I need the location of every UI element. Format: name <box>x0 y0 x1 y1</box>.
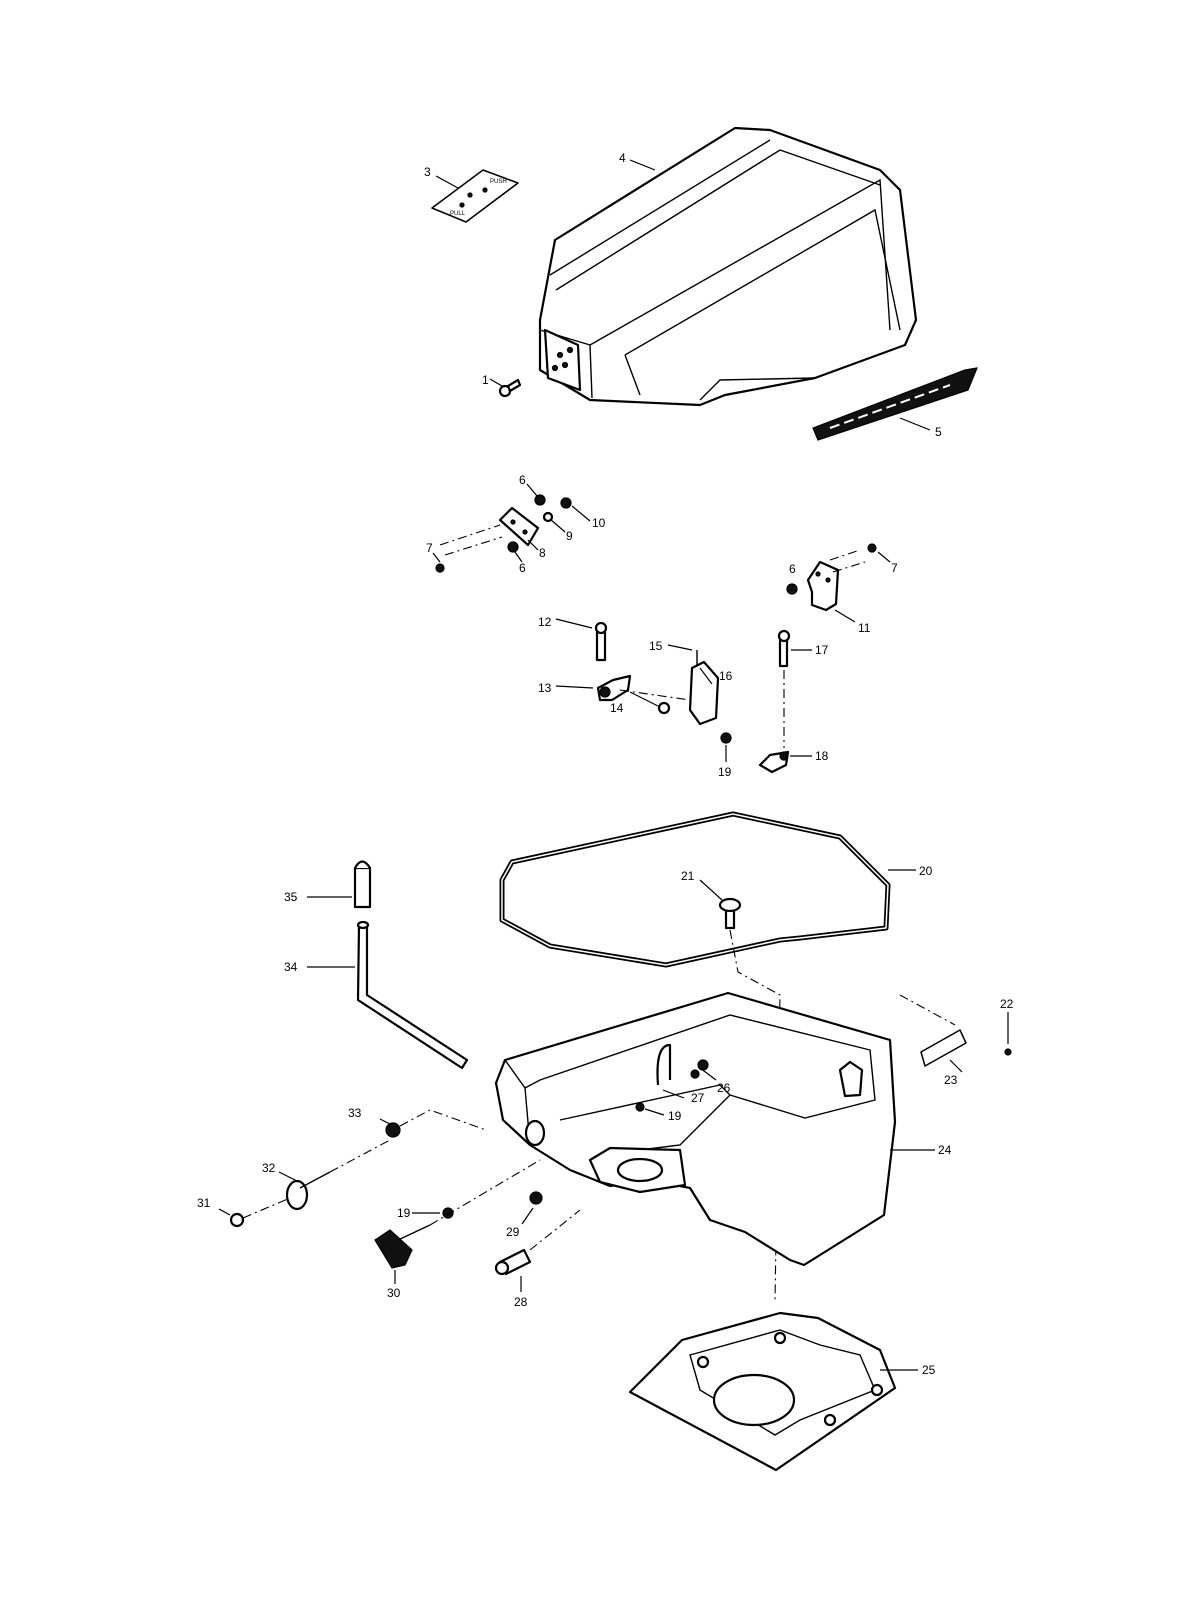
svg-text:PUSH: PUSH <box>490 179 507 185</box>
callout-28: 28 <box>514 1295 528 1309</box>
bottom-cowl <box>494 991 897 1267</box>
leader-31 <box>242 1197 291 1219</box>
leader-32 <box>329 1139 391 1173</box>
callout-19-mid: 19 <box>718 765 732 779</box>
callout-11: 11 <box>858 621 871 635</box>
callout-34: 34 <box>284 960 298 974</box>
callout-19-upper: 19 <box>668 1109 682 1123</box>
callout-5: 5 <box>935 425 942 439</box>
leader-30 <box>429 1159 541 1226</box>
nut-19-upper <box>635 1102 645 1112</box>
callout-35: 35 <box>284 890 298 904</box>
base-gasket <box>628 1311 897 1472</box>
nameplate <box>812 367 978 441</box>
leader-33 <box>399 1109 487 1131</box>
decal: PULL PUSH <box>431 169 519 223</box>
top-cowl <box>538 126 918 407</box>
callout-21: 21 <box>681 869 695 883</box>
callout-20: 20 <box>919 864 933 878</box>
screw-21 <box>718 897 781 1301</box>
callout-26: 26 <box>717 1081 731 1095</box>
nut-26 <box>697 1059 709 1071</box>
screw-1 <box>498 378 522 398</box>
bracket-23 <box>920 1029 967 1067</box>
callout-6-bottom: 6 <box>519 561 526 575</box>
fuel-tube <box>356 920 469 1070</box>
callout-32: 32 <box>262 1161 276 1175</box>
callout-numbers: 1 3 4 5 6 10 9 8 6 7 6 7 11 12 13 14 15 … <box>197 151 1014 1377</box>
decal-text: PULL <box>450 211 466 217</box>
callout-18: 18 <box>815 749 829 763</box>
latch-bracket-left <box>435 494 572 573</box>
latch-assembly <box>594 621 791 774</box>
wire-27 <box>656 1043 672 1086</box>
callout-3: 3 <box>424 165 431 179</box>
callout-4: 4 <box>619 151 626 165</box>
callout-10: 10 <box>592 516 606 530</box>
callout-14: 14 <box>610 701 624 715</box>
callout-17: 17 <box>815 643 829 657</box>
nut-19-lower <box>442 1207 454 1219</box>
callout-8: 8 <box>539 546 546 560</box>
callout-7-right: 7 <box>891 561 898 575</box>
callout-30: 30 <box>387 1286 401 1300</box>
handle-30 <box>374 1224 431 1269</box>
nut-33 <box>385 1122 401 1138</box>
callout-6-right: 6 <box>789 562 796 576</box>
callout-15: 15 <box>649 639 663 653</box>
callout-33: 33 <box>348 1106 362 1120</box>
knob-32 <box>285 1171 331 1211</box>
gasket <box>499 811 891 968</box>
leader-22-23 <box>899 994 956 1026</box>
leader-lines <box>218 159 1009 1371</box>
callout-1: 1 <box>482 373 489 387</box>
latch-bracket-right <box>786 543 877 612</box>
callout-6-top: 6 <box>519 473 526 487</box>
washer-31 <box>229 1212 245 1228</box>
fitting-28 <box>494 1248 532 1276</box>
callout-12: 12 <box>538 615 552 629</box>
screw-22 <box>1004 1048 1012 1056</box>
callout-25: 25 <box>922 1363 936 1377</box>
nut-29 <box>529 1191 543 1205</box>
callout-13: 13 <box>538 681 552 695</box>
leader-28 <box>529 1209 581 1251</box>
callout-24: 24 <box>938 1143 952 1157</box>
callout-29: 29 <box>506 1225 520 1239</box>
callout-9: 9 <box>566 529 573 543</box>
callout-16: 16 <box>719 669 733 683</box>
tube-cap <box>353 860 372 909</box>
callout-22: 22 <box>1000 997 1014 1011</box>
callout-19-lower: 19 <box>397 1206 411 1220</box>
callout-23: 23 <box>944 1073 958 1087</box>
callout-27: 27 <box>691 1091 705 1105</box>
callout-31: 31 <box>197 1196 211 1210</box>
callout-7-left: 7 <box>426 541 433 555</box>
